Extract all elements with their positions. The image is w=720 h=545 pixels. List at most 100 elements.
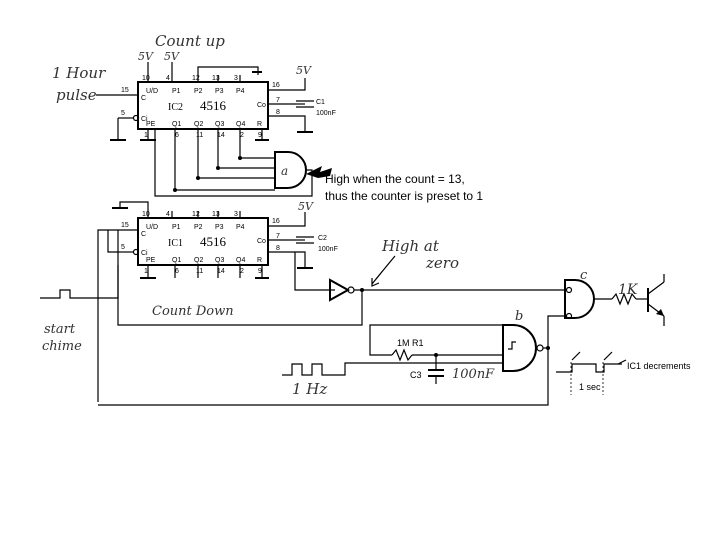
ic1-pe-label: PE: [146, 257, 156, 264]
ic2-co-label: Co: [257, 102, 266, 109]
timing-label-period: 1 sec: [579, 382, 601, 392]
ic1-chip: 10 4 12 13 3 U/D P1 P2 P3 P4 15 5 C Ci I…: [118, 211, 295, 275]
ic1-pin-12: 12: [192, 211, 200, 218]
c2-ref: C2: [318, 235, 327, 242]
clock-1hz-label: 1 Hz: [292, 380, 327, 398]
ic2-ref: IC2: [168, 102, 183, 113]
clock-feedback-wire: [97, 229, 118, 402]
timing-arrow-right-icon: [603, 351, 613, 361]
ic2-p2-label: P2: [194, 88, 203, 95]
timing-diagram: IC1 decrements 1 sec: [556, 351, 691, 395]
ic1-part: 4516: [200, 234, 227, 249]
ic2-ci-label: Ci: [141, 116, 148, 123]
ic1-pin-10: 10: [142, 211, 150, 218]
supply-5v-d: 5V: [298, 200, 314, 213]
ic2-q4-label: Q4: [236, 121, 245, 128]
ic1-body: [137, 217, 269, 266]
ic1-p2-label: P2: [194, 224, 203, 231]
ic2-q3-label: Q3: [215, 121, 224, 128]
ic1-pin-15: 15: [121, 222, 129, 229]
ic2-pin-5: 5: [121, 110, 125, 117]
c3-label: C3: [410, 370, 422, 380]
count-up-label: Count up: [155, 32, 225, 50]
ic1-p3-label: P3: [215, 224, 224, 231]
ic1-q3-label: Q3: [215, 257, 224, 264]
ic1-pin-8: 8: [276, 245, 280, 252]
ic2-chip: 10 4 12 13 3 U/D P1 P2 P3 P4 15 5 C Ci I…: [118, 75, 295, 139]
c1-value: 100nF: [316, 110, 336, 117]
ic2-pin-12: 12: [192, 75, 200, 82]
ic1-ci-label: Ci: [141, 250, 148, 257]
start-label: start: [44, 322, 76, 337]
ic1-pin-11: 11: [196, 268, 203, 275]
annotation-line-2: thus the counter is preset to 1: [325, 189, 483, 203]
start-chime-input: start chime: [40, 230, 119, 354]
annotation-line-1: High when the count = 13,: [325, 172, 465, 186]
timing-waveform: [556, 363, 622, 373]
high-at-label: High at: [381, 237, 440, 255]
ic2-p4-label: P4: [236, 88, 245, 95]
annotation-arrow-icon: [306, 166, 332, 178]
gate-b-label: b: [515, 309, 523, 324]
count-down-label: Count Down: [152, 304, 234, 319]
count-down-wire: [117, 265, 363, 326]
ic2-body: [137, 81, 269, 130]
zero-label: zero: [425, 254, 459, 272]
supply-5v-b: 5V: [164, 50, 180, 63]
timing-label-decrements: IC1 decrements: [627, 361, 691, 371]
ic1-q2-label: Q2: [194, 257, 203, 264]
ic2-q1-label: Q1: [172, 121, 181, 128]
ic1-p4-label: P4: [236, 224, 245, 231]
nand-gate-c: [564, 279, 595, 319]
ic2-pin-2: 2: [240, 132, 244, 139]
high-at-zero-arrow-icon: [371, 255, 396, 285]
ic1-ref: IC1: [168, 238, 183, 249]
ic2-p1-label: P1: [172, 88, 181, 95]
ic2-q2-label: Q2: [194, 121, 203, 128]
gate-c: c 1K: [564, 268, 665, 326]
ic2-c-label: C: [141, 95, 146, 102]
hour-pulse-label-1: 1 Hour: [52, 64, 106, 82]
ic2-pin-11: 11: [196, 132, 203, 139]
ic2-ud-label: U/D: [146, 88, 158, 95]
r1-label: 1M R1: [397, 338, 424, 348]
inverter: [329, 278, 565, 302]
ic2-supply: 5V 5V 5V C1 100nF: [138, 50, 336, 133]
ic2-pin-1: 1: [144, 132, 148, 139]
resistor-1k-label: 1K: [618, 282, 639, 298]
ic2-pin-10: 10: [142, 75, 150, 82]
ic2-pin-4: 4: [166, 75, 170, 82]
resistor-1k: [611, 292, 637, 306]
ic1-q1-label: Q1: [172, 257, 181, 264]
ic2-pin-9: 9: [258, 132, 262, 139]
ic1-pin-9: 9: [258, 268, 262, 275]
ic1-pin-7: 7: [276, 233, 280, 240]
ic1-pin-16: 16: [272, 218, 280, 225]
ic1-supply: 5V C2 100nF: [112, 200, 338, 291]
ic2-r-label: R: [257, 121, 262, 128]
ic1-r-label: R: [257, 257, 262, 264]
ic2-pin-6: 6: [175, 132, 179, 139]
ic2-pin-8: 8: [276, 109, 280, 116]
ic1-pin-6: 6: [175, 268, 179, 275]
gate-a-label: a: [281, 164, 288, 178]
ic2-pin-13: 13: [212, 75, 220, 82]
nand-gate-b: [502, 324, 537, 372]
clock-1hz-signal: [282, 362, 503, 376]
c3-value: 100nF: [452, 367, 495, 382]
ic1-pin-3: 3: [234, 211, 238, 218]
c1-ref: C1: [316, 99, 325, 106]
supply-5v-c: 5V: [296, 64, 312, 77]
timing-arrow-left-icon: [571, 351, 581, 361]
ic1-q4-label: Q4: [236, 257, 245, 264]
ic2-pe-label: PE: [146, 121, 156, 128]
ic1-c-label: C: [141, 231, 146, 238]
hour-pulse-label-2: pulse: [56, 86, 97, 104]
gate-a: a: [154, 129, 313, 197]
ic1-co-label: Co: [257, 238, 266, 245]
ic2-pin-14: 14: [217, 132, 225, 139]
gate-b: b 1M R1 C3 100nF 1 Hz: [98, 309, 566, 406]
c2-value: 100nF: [318, 246, 338, 253]
